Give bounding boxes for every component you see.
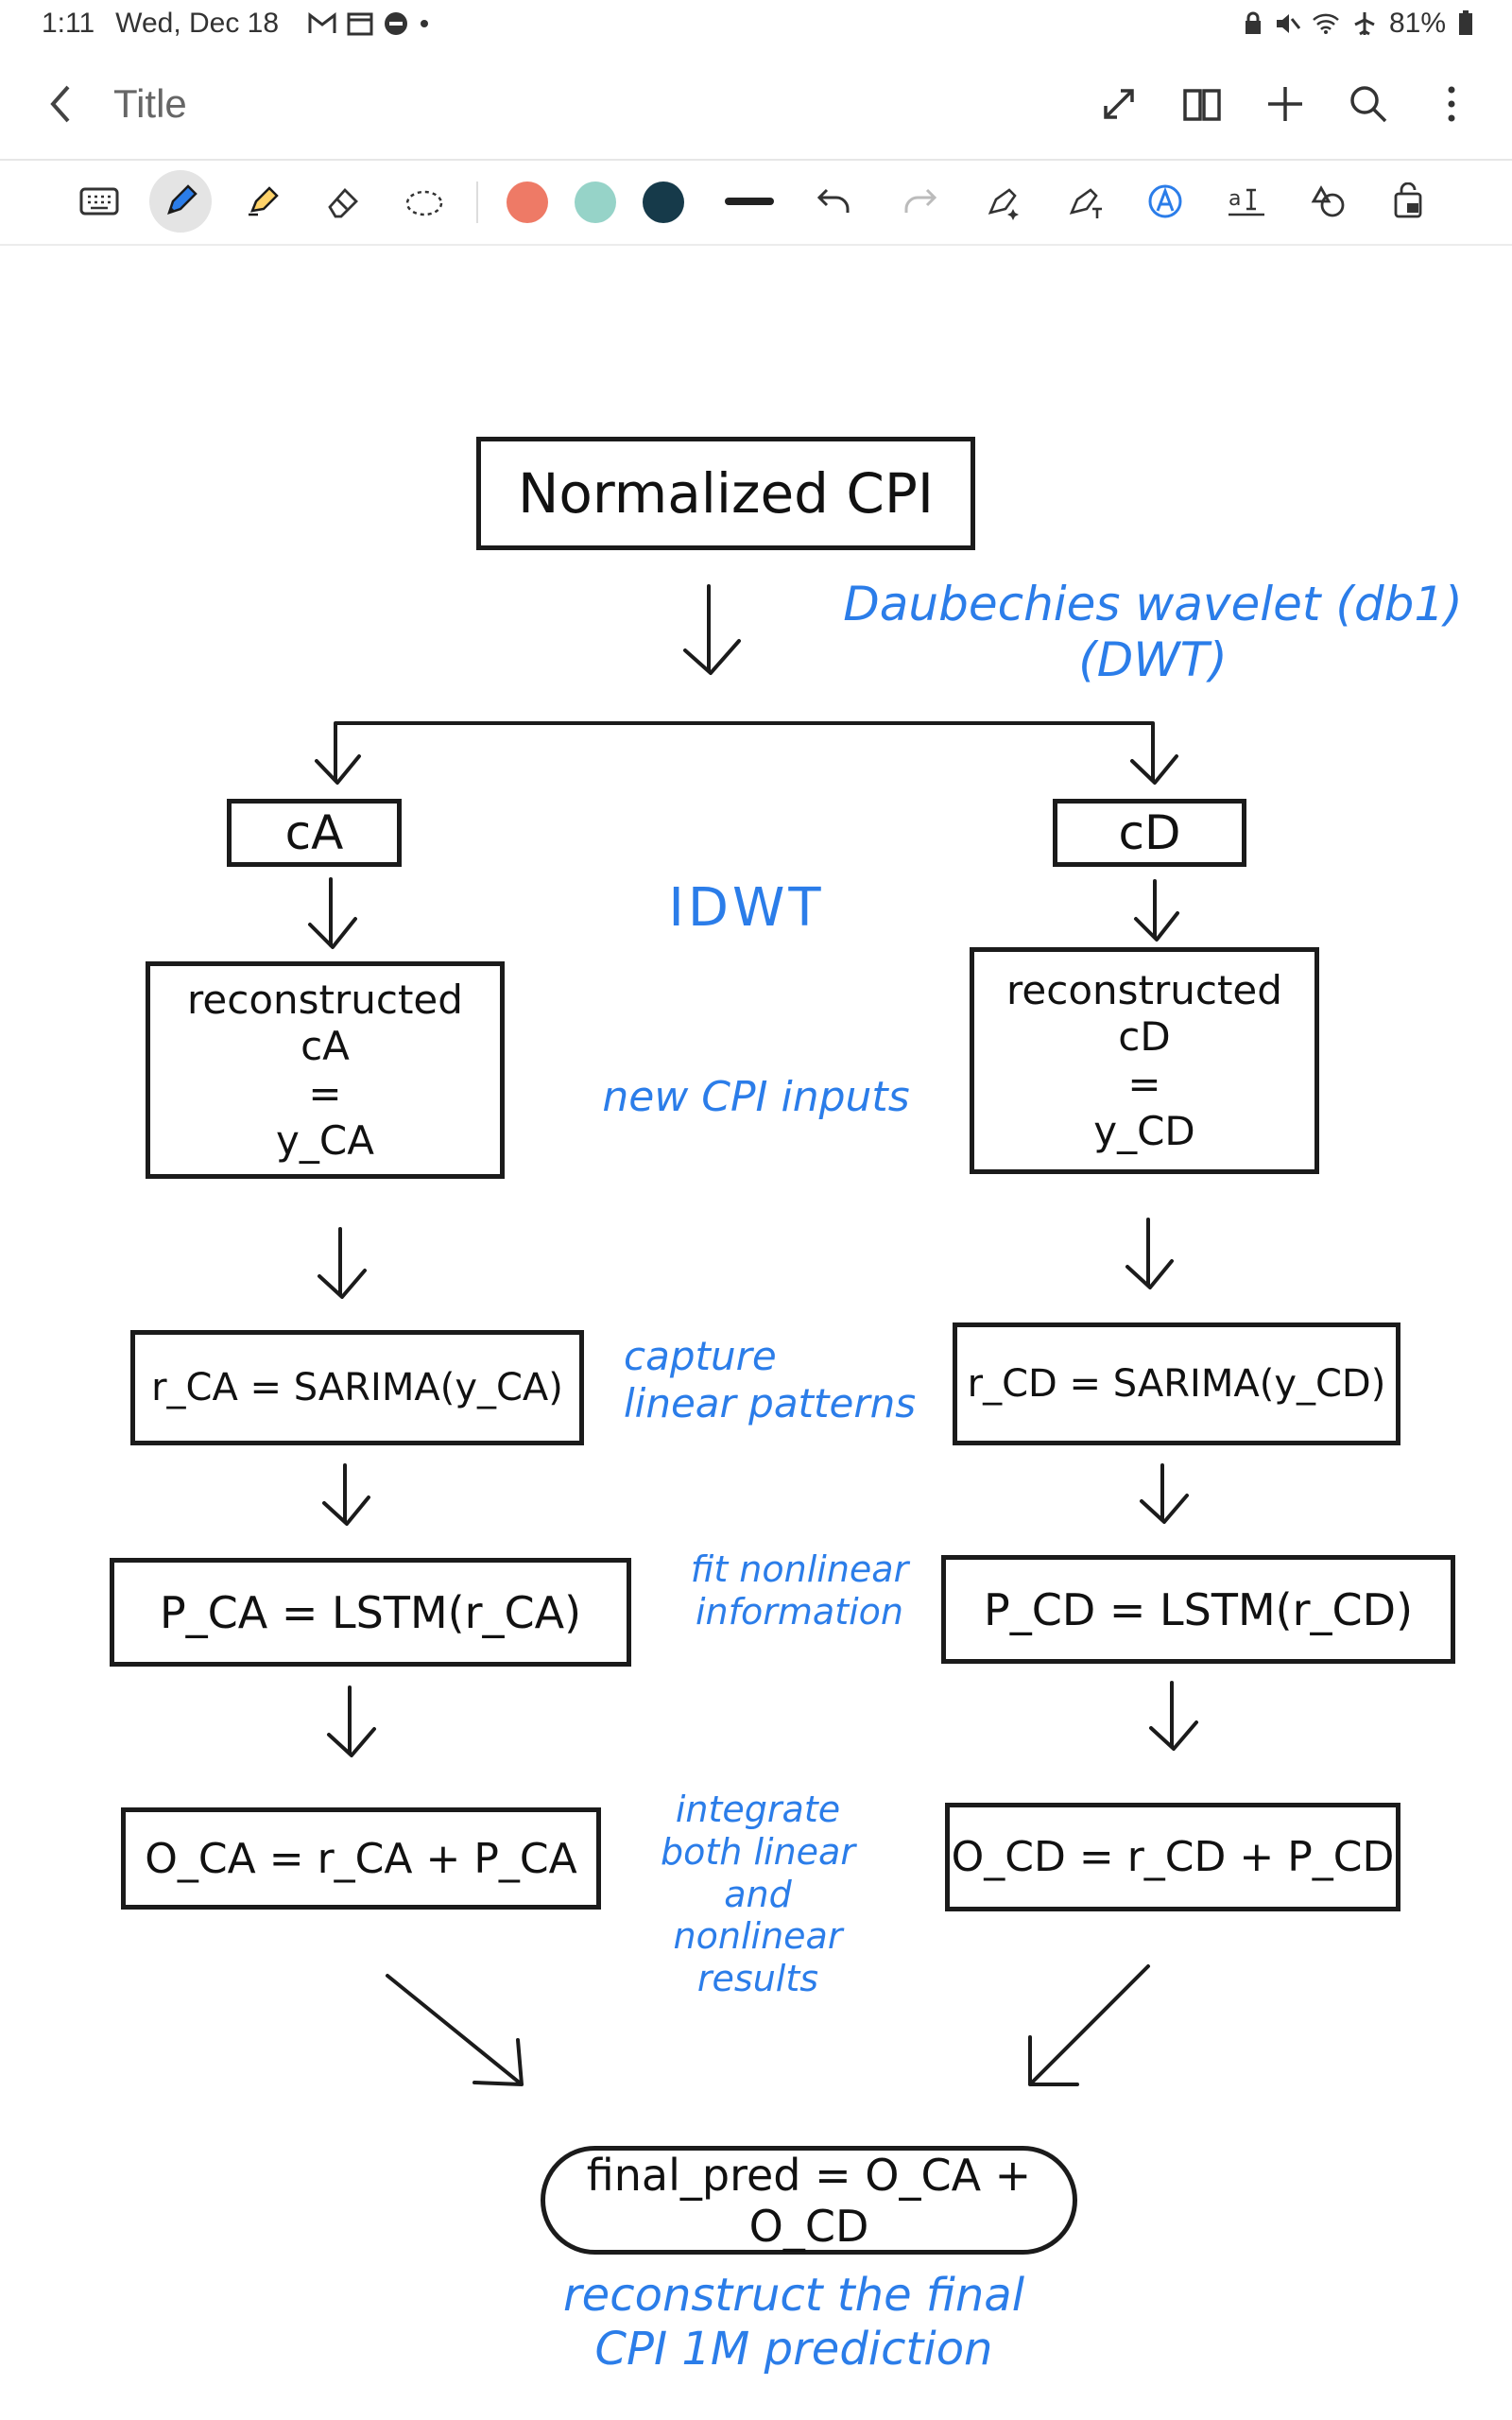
highlighter-tool[interactable] — [231, 170, 293, 233]
capture-note: capture linear patterns — [624, 1333, 917, 1426]
lock-canvas-icon — [1394, 182, 1422, 218]
book-icon[interactable] — [1179, 81, 1225, 127]
shape-pen-icon — [1069, 188, 1102, 218]
text-recognition-tool[interactable] — [1134, 170, 1196, 233]
reconstructed-cd-box: reconstructed cD = y_CD — [970, 947, 1319, 1174]
note-title[interactable]: Title — [113, 81, 187, 126]
svg-text:a: a — [1228, 187, 1241, 211]
sarima-cd-box: r_CD = SARIMA(y_CD) — [953, 1322, 1400, 1445]
final-note: reconstruct the final CPI 1M prediction — [562, 2269, 1025, 2376]
new-inputs-note: new CPI inputs — [602, 1073, 910, 1121]
battery-icon — [1459, 10, 1472, 35]
battery-percent: 81% — [1388, 8, 1446, 39]
shapes-tool[interactable] — [1297, 170, 1359, 233]
text-box-tool[interactable]: a — [1215, 170, 1278, 233]
text-recognition-icon — [1148, 184, 1182, 218]
pen-icon — [167, 184, 198, 215]
magic-pen-tool[interactable] — [973, 170, 1036, 233]
undo-button[interactable] — [803, 170, 866, 233]
final-pred-box: final_pred = O_CA + O_CD — [541, 2146, 1077, 2255]
toolbar-divider — [476, 182, 478, 223]
airplane-icon — [1354, 12, 1375, 36]
lasso-tool[interactable] — [393, 170, 455, 233]
mute-icon — [1276, 14, 1300, 33]
lstm-ca-box: P_CA = LSTM(r_CA) — [110, 1558, 631, 1667]
color-swatch-coral[interactable] — [507, 182, 548, 223]
search-icon[interactable] — [1346, 81, 1391, 127]
lstm-cd-box: P_CD = LSTM(r_CD) — [941, 1555, 1455, 1664]
redo-icon — [904, 188, 937, 213]
ca-box: cA — [227, 799, 402, 867]
stroke-width-tool[interactable] — [718, 170, 781, 233]
lasso-icon — [405, 190, 443, 216]
eraser-tool[interactable] — [312, 170, 374, 233]
highlighter-icon — [249, 186, 279, 216]
redo-button[interactable] — [888, 170, 951, 233]
status-time: 1:11 — [42, 8, 95, 39]
expand-icon[interactable] — [1096, 81, 1142, 127]
undo-icon — [816, 188, 850, 213]
stroke-width-icon — [725, 198, 774, 205]
sum-ca-box: O_CA = r_CA + P_CA — [121, 1807, 601, 1910]
sum-cd-box: O_CD = r_CD + P_CD — [945, 1803, 1400, 1911]
normalized-cpi-box: Normalized CPI — [476, 437, 975, 550]
fit-note: fit nonlinear information — [690, 1548, 909, 1633]
keyboard-tool[interactable] — [68, 170, 130, 233]
magic-pen-icon — [988, 188, 1019, 220]
color-swatch-teal[interactable] — [575, 182, 616, 223]
sarima-ca-box: r_CA = SARIMA(y_CA) — [130, 1330, 584, 1445]
reconstructed-ca-box: reconstructed cA = y_CA — [146, 961, 505, 1179]
back-arrow-icon[interactable] — [42, 78, 79, 130]
diagram-arrows — [308, 584, 1198, 2086]
lock-canvas-tool[interactable] — [1378, 170, 1440, 233]
gmail-icon — [308, 11, 336, 33]
pen-tool[interactable] — [149, 170, 212, 233]
cd-box: cD — [1053, 799, 1246, 867]
notification-dot-icon — [421, 20, 429, 27]
pen-toolbar: a — [0, 161, 1512, 246]
text-box-icon: a — [1228, 187, 1264, 216]
add-icon[interactable] — [1263, 81, 1308, 127]
calendar-icon — [347, 12, 373, 36]
wavelet-note: Daubechies wavelet (db1) (DWT) — [843, 577, 1463, 687]
more-options-icon[interactable] — [1429, 81, 1474, 127]
note-canvas[interactable]: Normalized CPI Daubechies wavelet (db1) … — [0, 246, 1512, 2420]
do-not-disturb-icon — [385, 12, 408, 35]
keyboard-icon — [79, 187, 119, 216]
eraser-icon — [328, 187, 358, 218]
idwt-note: IDWT — [668, 877, 825, 939]
status-date: Wed, Dec 18 — [115, 8, 280, 39]
wifi-icon — [1313, 13, 1339, 34]
shape-pen-tool[interactable] — [1055, 170, 1117, 233]
shapes-icon — [1311, 185, 1345, 217]
lock-icon — [1245, 11, 1261, 34]
status-bar: 1:11 Wed, Dec 18 81% — [0, 0, 1512, 53]
integrate-note: integrate both linear and nonlinear resu… — [661, 1789, 855, 2000]
color-swatch-navy[interactable] — [643, 182, 684, 223]
app-bar: Title — [0, 53, 1512, 161]
